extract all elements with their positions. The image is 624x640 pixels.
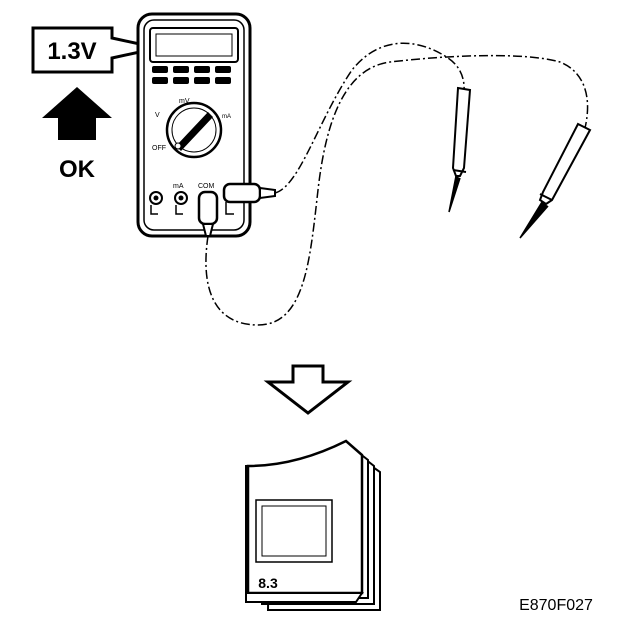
rotary-selector-dial [165,101,223,159]
meter-terminals [149,191,188,215]
terminal-label-com: COM [198,183,215,190]
v-lead-wire [274,42,465,194]
black-probe [519,122,592,239]
dial-label-v: V [155,112,160,119]
refer-arrow-icon [263,364,353,415]
terminal-label-ma: mA [173,183,184,190]
ok-label: OK [59,156,96,183]
figure-code: E870F027 [519,597,593,614]
reading-callout: 1.3V [31,26,159,74]
dial-label-mv: mV [179,98,190,105]
manual-booklet-icon: 8.3 [245,439,381,611]
ok-arrow-icon [42,87,112,140]
reading-value: 1.3V [47,38,96,65]
multimeter: mV V OFF mA mA COM [136,12,252,238]
com-plug [197,190,219,237]
dial-label-ma: mA [222,114,231,120]
v-ohm-plug [222,182,276,215]
red-probe [448,86,472,213]
dial-label-off: OFF [152,145,166,152]
manual-section-label: 8.3 [258,575,278,591]
meter-button-row [152,66,231,84]
meter-display [149,27,239,63]
com-lead-wire [205,54,589,326]
